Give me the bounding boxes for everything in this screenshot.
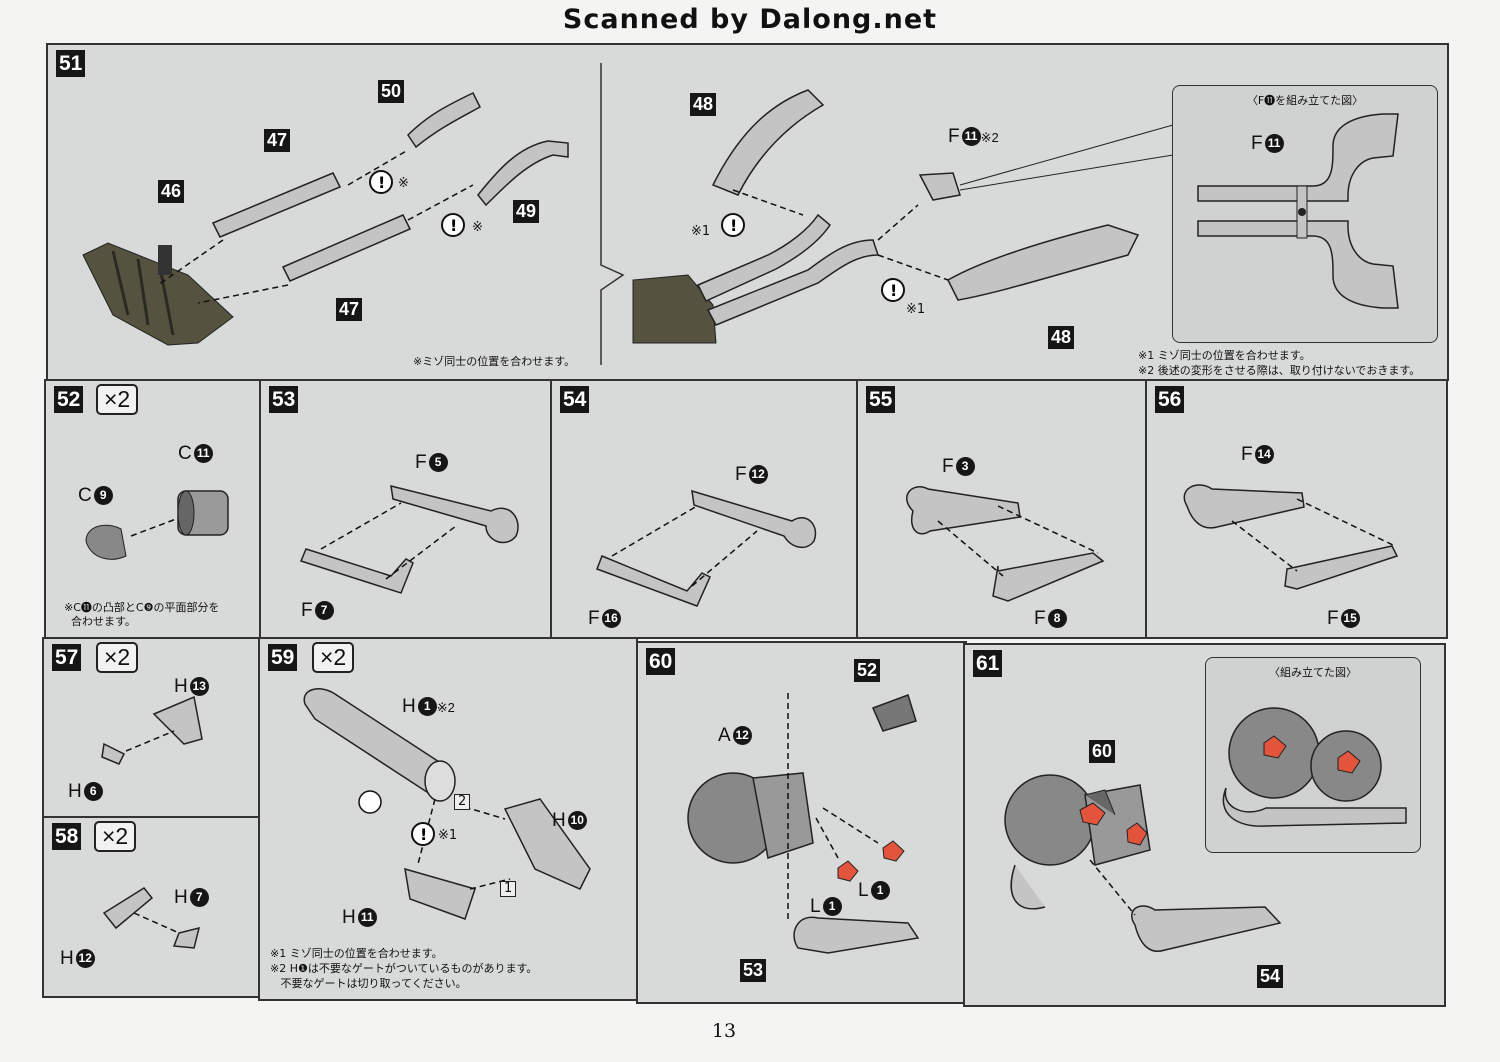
part-tag-52: 52	[854, 659, 881, 682]
step-55-number: 55	[866, 386, 896, 413]
inset-title-61: 〈組み立てた図〉	[1269, 666, 1357, 679]
step-59-note-2: ※2 H❶は不要なゲートがついているものがあります。	[270, 962, 538, 975]
step-54-illustration	[596, 489, 817, 607]
svg-text:!: !	[890, 281, 897, 300]
svg-text:!: !	[420, 825, 427, 844]
step-59-multiplier: ×2	[312, 642, 355, 673]
part-tag-47b: 47	[336, 298, 363, 321]
step-51-mark-b: ※	[472, 220, 483, 235]
part-tag-60: 60	[1089, 740, 1116, 763]
step-60-number: 60	[646, 648, 676, 675]
step-61-number: 61	[973, 650, 1003, 677]
step-52-note: ※C⓫の凸部とC❾の平面部分を 合わせます。	[64, 601, 220, 628]
step-58-number: 58	[52, 823, 82, 850]
step-58-illustration	[102, 887, 201, 949]
part-tag-53: 53	[740, 959, 767, 982]
page-number: 13	[711, 1020, 737, 1042]
scan-watermark: Scanned by Dalong.net	[562, 4, 938, 35]
step-54-number: 54	[560, 386, 590, 413]
part-tag-50: 50	[378, 80, 405, 103]
step-51b-note-1: ※1 ミゾ同士の位置を合わせます。	[1138, 349, 1311, 362]
step-51-illustration: ! ! ! !	[82, 63, 1174, 365]
svg-text:!: !	[378, 173, 385, 192]
step-59-box-2: 2	[454, 794, 471, 810]
step-51b-mark1a: ※1	[691, 224, 711, 239]
step-57-illustration	[101, 695, 203, 765]
step-51-panel: 51 ! ! !	[46, 43, 1449, 381]
assembled-inset: 〈組み立てた図〉	[1205, 657, 1421, 853]
part-tag-48b: 48	[1048, 326, 1075, 349]
step-53-number: 53	[269, 386, 299, 413]
step-52-multiplier: ×2	[96, 384, 139, 415]
part-tag-46: 46	[158, 180, 185, 203]
part-tag-47a: 47	[264, 129, 291, 152]
inset-drawing	[1197, 113, 1399, 309]
step-60-illustration	[687, 693, 920, 954]
part-tag-54: 54	[1257, 965, 1284, 988]
step-51-mark-a: ※	[398, 176, 409, 191]
svg-text:!: !	[730, 216, 737, 235]
step-59-note-3: 不要なゲートは切り取ってください。	[270, 977, 467, 990]
step-51b-note-2: ※2 後述の変形をさせる際は、取り付けないでおきます。	[1138, 364, 1421, 377]
step-59-number: 59	[268, 644, 298, 671]
step-55-illustration	[906, 486, 1105, 602]
step-53-illustration	[299, 484, 519, 594]
step-56-illustration	[1183, 484, 1399, 590]
step-56-number: 56	[1155, 386, 1185, 413]
step-52-illustration	[85, 490, 229, 560]
svg-text:!: !	[450, 216, 457, 235]
part-tag-48a: 48	[690, 93, 717, 116]
inset-title: 〈F⓫を組み立てた図〉	[1246, 94, 1364, 107]
step-59-box-1: 1	[500, 881, 517, 897]
step-52-number: 52	[54, 386, 84, 413]
step-59-note-1: ※1 ミゾ同士の位置を合わせます。	[270, 947, 443, 960]
step-58-multiplier: ×2	[94, 821, 137, 852]
step-51-note: ※ミゾ同士の位置を合わせます。	[413, 355, 576, 368]
part-tag-49: 49	[513, 200, 540, 223]
step-61-panel: 61 60 54 〈組み立てた図〉	[963, 643, 1446, 1007]
step-57-multiplier: ×2	[96, 642, 139, 673]
step-59-illustration: !	[303, 688, 591, 920]
step-51-number: 51	[56, 50, 86, 77]
inset-61-drawing	[1222, 707, 1407, 827]
step-51b-mark1b: ※1	[906, 302, 926, 317]
step-57-number: 57	[52, 644, 82, 671]
step-59-mark: ※1	[438, 828, 458, 843]
step-61-illustration	[1004, 774, 1282, 952]
